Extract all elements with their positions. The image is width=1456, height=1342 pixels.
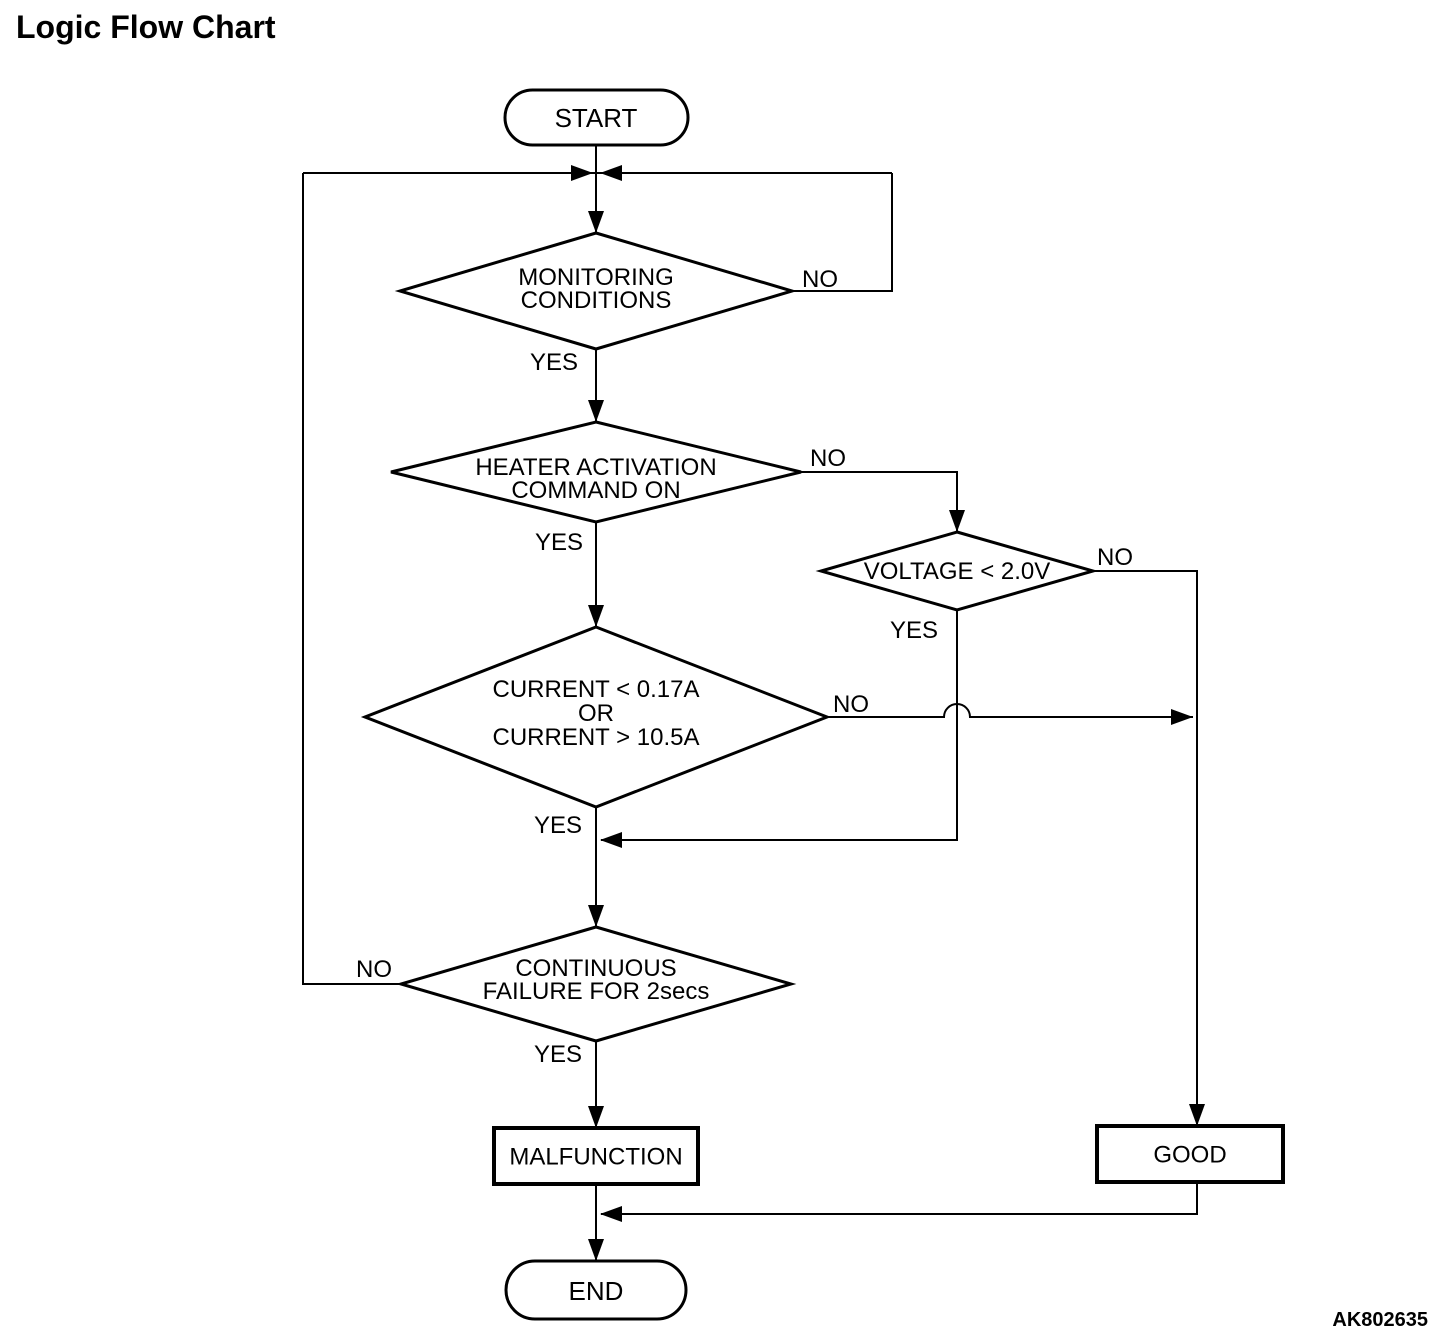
- good-label: GOOD: [1153, 1142, 1226, 1169]
- voltage-yes-merge-arrowhead-icon: [600, 832, 622, 848]
- monitoring-decision-shape: [394, 231, 798, 351]
- node-start: START: [503, 88, 690, 147]
- node-good: GOOD: [1095, 1124, 1285, 1184]
- current-label-line2: OR: [578, 700, 614, 727]
- edge-label-continuous-no: NO: [356, 956, 392, 983]
- edge-voltage-no: [1093, 570, 1198, 1126]
- edge-heater-no: [801, 471, 958, 532]
- end-label: END: [569, 1276, 624, 1306]
- voltage-in-arrowhead-icon: [949, 510, 965, 532]
- current-label-line1: CURRENT < 0.17A: [493, 676, 700, 703]
- edge-label-heater-yes: YES: [535, 529, 583, 556]
- current-label-line3: CURRENT > 10.5A: [493, 724, 700, 751]
- edge-label-continuous-yes: YES: [534, 1041, 582, 1068]
- heater-label-line2: COMMAND ON: [511, 477, 680, 504]
- node-monitoring-conditions: MONITORING CONDITIONS: [394, 231, 798, 351]
- malfunction-process-shape: [492, 1126, 700, 1186]
- current-decision-shape: [360, 625, 832, 809]
- monitoring-label-line1: MONITORING: [518, 264, 674, 291]
- heater-decision-shape: [390, 420, 802, 524]
- bottom-merge-arrowhead-icon: [600, 1206, 622, 1222]
- continuous-decision-shape: [395, 925, 797, 1043]
- node-end: END: [504, 1259, 688, 1321]
- edge-voltage-yes: [601, 610, 958, 841]
- malfunction-label: MALFUNCTION: [509, 1144, 682, 1171]
- monitoring-in-arrowhead-icon: [588, 211, 604, 233]
- current-in-arrowhead-icon: [588, 605, 604, 627]
- heater-in-arrowhead-icon: [588, 400, 604, 422]
- edge-current-no-with-bridge: [827, 703, 1193, 718]
- edges: [302, 145, 1198, 1261]
- figure-code: AK802635: [1332, 1309, 1428, 1331]
- node-current-check: CURRENT < 0.17A OR CURRENT > 10.5A: [360, 625, 832, 809]
- edge-good-to-merge: [601, 1182, 1198, 1215]
- monitoring-label-line2: CONDITIONS: [521, 287, 672, 314]
- heater-label-line1: HEATER ACTIVATION: [475, 454, 716, 481]
- continuous-in-arrowhead-icon: [588, 905, 604, 927]
- continuous-label-line1: CONTINUOUS: [515, 955, 676, 982]
- start-terminator-shape: [503, 88, 690, 147]
- edge-label-heater-no: NO: [810, 445, 846, 472]
- edge-label-current-yes: YES: [534, 812, 582, 839]
- edge-label-monitoring-yes: YES: [530, 349, 578, 376]
- edge-continuous-no-loop: [302, 173, 401, 985]
- arrowheads: [571, 165, 1205, 1261]
- node-voltage-check: VOLTAGE < 2.0V: [815, 530, 1099, 612]
- edge-labels: NO YES NO YES NO YES NO YES NO YES: [356, 266, 1133, 1068]
- start-label: START: [555, 103, 638, 133]
- voltage-decision-shape: [815, 530, 1099, 612]
- edge-label-current-no: NO: [833, 691, 869, 718]
- edge-monitoring-no-loop: [792, 173, 893, 292]
- malfunction-in-arrowhead-icon: [588, 1106, 604, 1128]
- node-malfunction: MALFUNCTION: [492, 1126, 700, 1186]
- merge-left-arrowhead-icon: [600, 165, 622, 181]
- edge-label-voltage-no: NO: [1097, 544, 1133, 571]
- edge-label-monitoring-no: NO: [802, 266, 838, 293]
- edge-label-voltage-yes: YES: [890, 617, 938, 644]
- end-terminator-shape: [504, 1259, 688, 1321]
- end-in-arrowhead-icon: [588, 1239, 604, 1261]
- continuous-label-line2: FAILURE FOR 2secs: [483, 978, 710, 1005]
- good-process-shape: [1095, 1124, 1285, 1184]
- page-title: Logic Flow Chart: [16, 9, 276, 45]
- merge-right-arrowhead-icon: [571, 165, 593, 181]
- node-heater-activation: HEATER ACTIVATION COMMAND ON: [390, 420, 802, 524]
- voltage-label: VOLTAGE < 2.0V: [864, 558, 1051, 585]
- good-in-arrowhead-icon: [1189, 1104, 1205, 1126]
- node-continuous-failure: CONTINUOUS FAILURE FOR 2secs: [395, 925, 797, 1043]
- current-no-merge-arrowhead-icon: [1171, 709, 1193, 725]
